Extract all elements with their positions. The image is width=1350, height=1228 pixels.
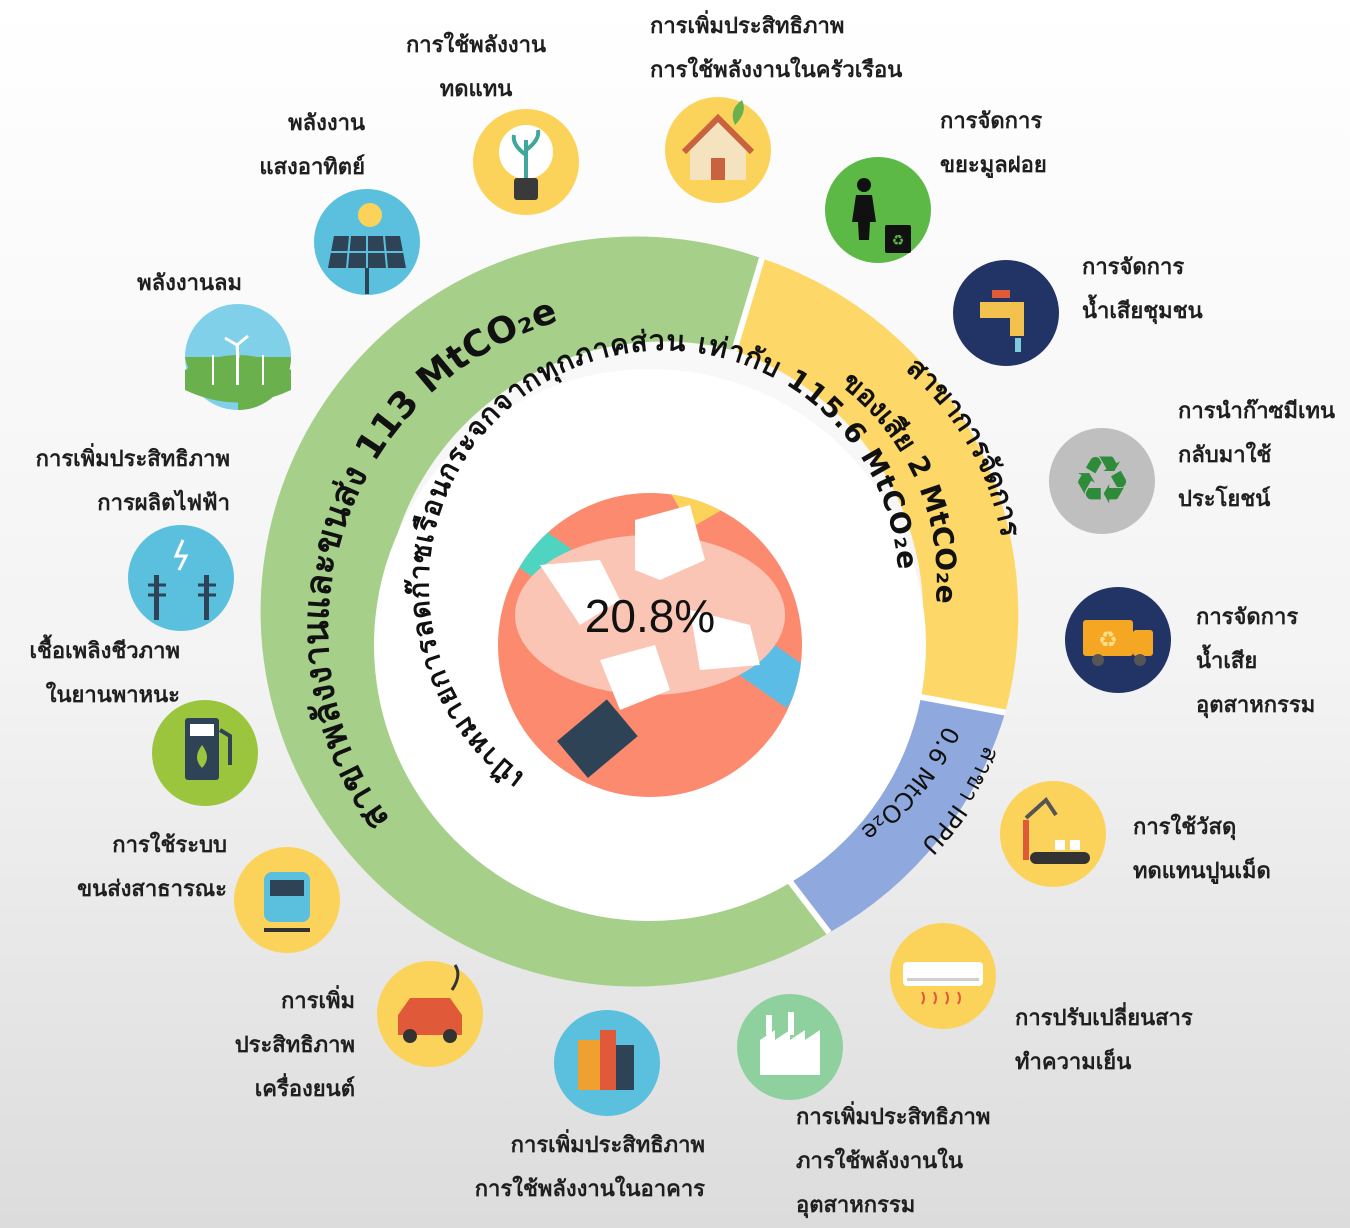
wind-turbine-icon <box>185 304 291 410</box>
sector-ippu <box>784 695 1006 933</box>
buildings-icon <box>554 1010 660 1116</box>
label-cement: การใช้วัสดุทดแทนปูนเม็ด <box>1133 815 1271 884</box>
sector-waste <box>734 258 1019 713</box>
house-leaf-icon <box>665 97 771 203</box>
label-solid-waste: การจัดการขยะมูลฝอย <box>940 109 1047 178</box>
robot-arm-conveyor-icon <box>1000 781 1106 887</box>
recycle-icon: ♻ <box>1049 428 1155 534</box>
svg-text:♻: ♻ <box>892 233 905 249</box>
label-industry-efficiency: การเพิ่มประสิทธิภาพภารใช้พลังงานในอุตสาห… <box>796 1105 991 1218</box>
label-methane: การนำก๊าซมีเทนกลับมาใช้ประโยชน์ <box>1178 399 1336 512</box>
train-icon <box>234 847 340 953</box>
label-industrial-wastewater: การจัดการน้ำเสียอุตสาหกรรม <box>1196 605 1316 718</box>
fuel-pump-icon <box>152 700 258 806</box>
label-public-transport: การใช้ระบบขนส่งสาธารณะ <box>77 833 227 902</box>
svg-text:♻: ♻ <box>1072 442 1131 519</box>
svg-text:♻: ♻ <box>1098 628 1118 653</box>
person-recycle-bin-icon: ♻ <box>825 157 931 263</box>
label-wind: พลังงานลม <box>137 271 242 296</box>
power-tower-icon <box>128 525 234 631</box>
center-value: 20.8% <box>585 590 715 642</box>
sector-energy <box>260 236 830 987</box>
lightbulb-plant-icon <box>473 109 579 215</box>
label-building: การเพิ่มประสิทธิภาพการใช้พลังงานในอาคาร <box>474 1133 705 1202</box>
water-tap-icon <box>953 260 1059 366</box>
solar-panel-icon <box>314 189 420 295</box>
label-power-generation: การเพิ่มประสิทธิภาพการผลิตไฟฟ้า <box>35 447 230 516</box>
label-vehicle: การเพิ่มประสิทธิภาพเครื่องยนต์ <box>234 989 355 1102</box>
label-renewable: การใช้พลังงานทดแทน <box>405 33 547 102</box>
label-community-wastewater: การจัดการน้ำเสียชุมชน <box>1082 255 1203 324</box>
electric-car-icon <box>377 961 483 1067</box>
label-solar: พลังงานแสงอาทิตย์ <box>259 111 365 180</box>
hands-together-icon <box>498 493 802 797</box>
recycle-truck-icon: ♻ <box>1065 587 1171 693</box>
label-biofuel: เชื้อเพลิงชีวภาพในยานพาหนะ <box>29 639 180 708</box>
factory-icon <box>737 994 843 1100</box>
label-household: การเพิ่มประสิทธิภาพการใช้พลังงานในครัวเร… <box>650 14 903 83</box>
air-conditioner-icon <box>890 923 996 1029</box>
label-refrigerant: การปรับเปลี่ยนสารทำความเย็น <box>1015 1006 1193 1075</box>
